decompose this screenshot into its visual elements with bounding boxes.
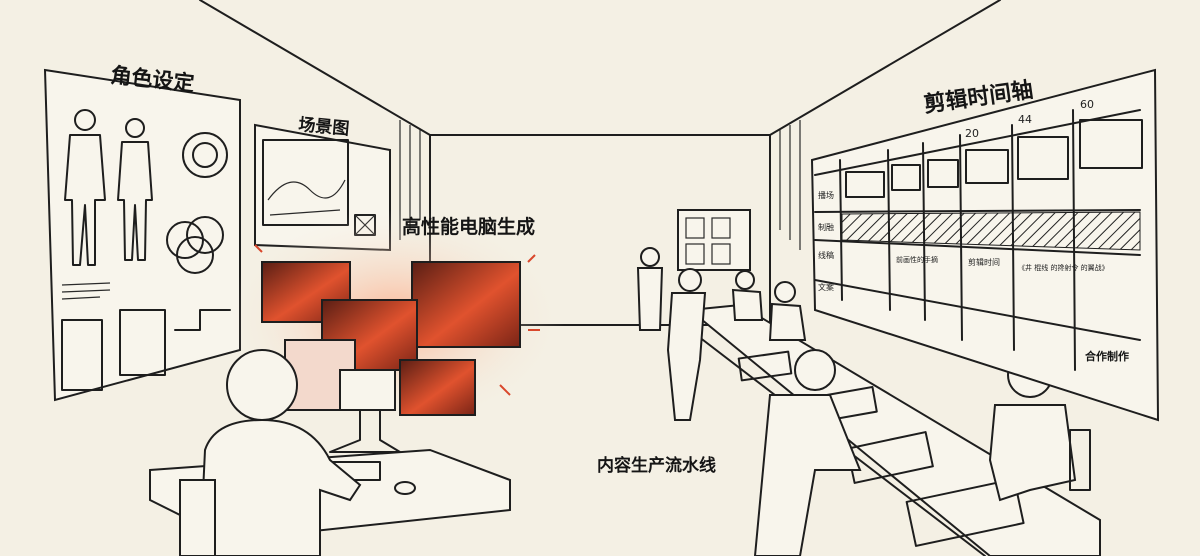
computer-title: 高性能电脑生成 <box>402 215 535 238</box>
computer-operator <box>179 349 362 556</box>
timeline-marker: 44 <box>1018 113 1032 126</box>
storyboard-frames <box>845 119 1143 198</box>
timeline-note: 前画性的手摘 <box>896 255 938 264</box>
character-design-board: 角色设定 <box>43 63 241 402</box>
row-label: 制融 <box>818 222 834 232</box>
timeline-note: 合作制作 <box>1085 349 1129 363</box>
monitor-screen <box>399 359 476 416</box>
timeline-note: 《井 棍线 的搀射令 的翼战》 <box>1018 263 1109 272</box>
scene-map-title: 场景图 <box>298 115 351 139</box>
monitor-screen <box>411 261 521 348</box>
pipeline-title: 内容生产流水线 <box>597 455 716 476</box>
editing-timeline-board: 剪辑时间轴 20 44 60 播场 制融 线稿 文案 前画性的手摘 剪辑时间 《… <box>810 68 1160 422</box>
timeline-hatched-track <box>841 211 1141 251</box>
timeline-marker: 20 <box>965 127 979 140</box>
mouse <box>394 481 416 495</box>
scene-sketch <box>262 139 349 226</box>
timeline-note: 剪辑时间 <box>968 257 1000 267</box>
row-label: 播场 <box>818 190 834 200</box>
character-figure-sketches <box>61 109 231 391</box>
row-label: 文案 <box>818 282 834 292</box>
back-wall-board <box>677 209 751 271</box>
timeline-marker: 60 <box>1080 98 1094 111</box>
high-performance-computer: 高性能电脑生成 <box>225 210 565 453</box>
row-label: 线稿 <box>818 250 834 260</box>
pipeline-workers <box>636 247 1091 556</box>
